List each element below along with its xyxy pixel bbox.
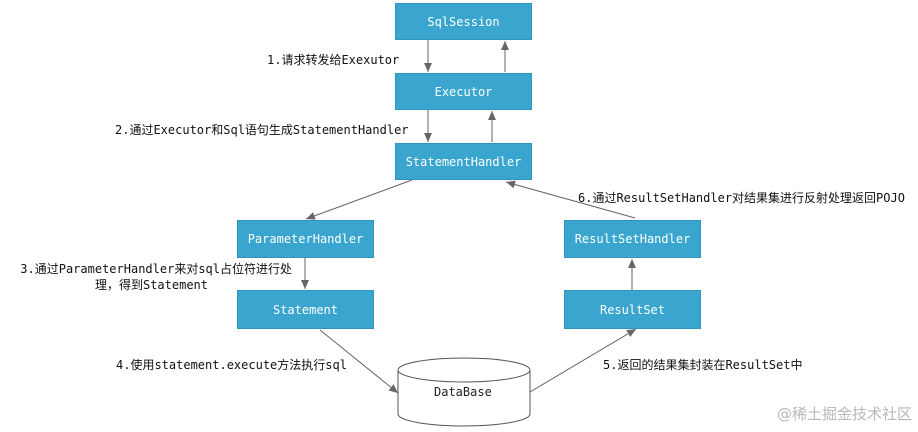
edge-resultsethandler-to-statementhandler [505, 180, 636, 219]
resultsethandler-node: ResultSetHandler [564, 220, 701, 258]
statementhandler-label: StatementHandler [405, 154, 522, 169]
parameterhandler-label: ParameterHandler [247, 232, 364, 246]
step5-label: 5.返回的结果集封装在ResultSet中 [603, 358, 803, 372]
executor-label: Executor [434, 84, 493, 99]
sqlsession-label: SqlSession [427, 14, 500, 29]
step3-line1: 3.通过ParameterHandler来对sql占位符进行处 [20, 262, 292, 276]
database-cylinder [397, 357, 531, 427]
resultset-label: ResultSet [599, 302, 666, 317]
statementhandler-node: StatementHandler [395, 143, 532, 180]
sqlsession-node: SqlSession [395, 3, 532, 40]
resultsethandler-label: ResultSetHandler [574, 232, 691, 246]
step6-label: 6.通过ResultSetHandler对结果集进行反射处理返回POJO [578, 191, 905, 205]
step3-label: 3.通过ParameterHandler来对sql占位符进行处 理，得到Stat… [2, 261, 292, 293]
step3-line2: 理，得到Statement [94, 278, 208, 292]
edge-database-to-resultset [529, 328, 637, 393]
step1-label: 1.请求转发给Exexutor [267, 53, 400, 67]
step2-label: 2.通过Executor和Sql语句生成StatementHandler [115, 123, 409, 137]
resultset-node: ResultSet [564, 290, 701, 329]
parameterhandler-node: ParameterHandler [237, 220, 374, 258]
step4-label: 4.使用statement.execute方法执行sql [116, 358, 347, 372]
statement-node: Statement [237, 290, 374, 329]
edge-statementhandler-to-parameterhandler [305, 179, 413, 220]
watermark: @稀土掘金技术社区 [776, 405, 912, 423]
executor-node: Executor [395, 73, 532, 110]
edge-statement-to-database [319, 329, 399, 394]
statement-label: Statement [272, 302, 339, 317]
database-label: DataBase [434, 385, 492, 399]
